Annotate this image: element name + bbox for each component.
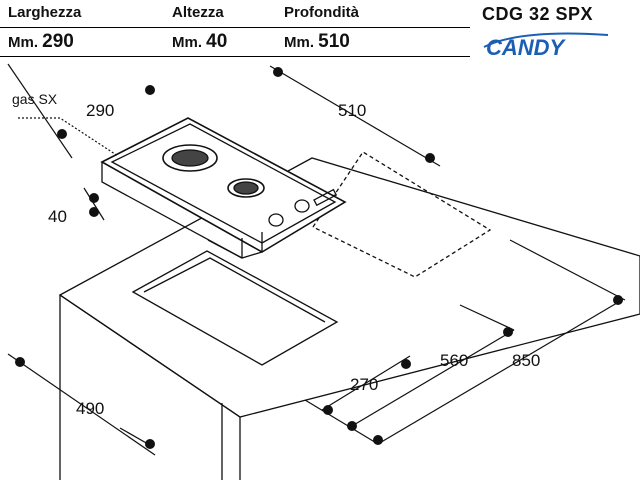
small-burner-cap (233, 181, 259, 195)
model-number: CDG 32 SPX (482, 4, 594, 24)
dim-marker (273, 67, 283, 77)
dim-line-490 (7, 353, 156, 456)
brand-text: CANDY (486, 35, 567, 60)
dim-ext-560 (459, 304, 515, 331)
height-spec: Mm. 40 (172, 31, 227, 53)
dim-line-40 (83, 187, 105, 221)
dim-marker (401, 359, 411, 369)
dim-marker (57, 129, 67, 139)
header-rule-bottom (0, 56, 470, 57)
dim-marker (373, 435, 383, 445)
dim-marker (425, 153, 435, 163)
height-value: 40 (206, 31, 228, 52)
control-knob (294, 199, 310, 213)
depth-spec: Mm. 510 (284, 31, 350, 53)
dim-label-560: 560 (440, 351, 468, 370)
gas-connection-line (18, 117, 119, 157)
hob-glass-panel (110, 123, 337, 244)
depth-unit: Mm. (284, 34, 314, 51)
installation-drawing: gas SX 290 510 40 490 270 560 850 (7, 63, 640, 480)
gas-connection-label: gas SX (12, 91, 58, 107)
dim-line-510 (269, 65, 441, 167)
dim-line-290 (7, 63, 73, 159)
dim-marker (145, 85, 155, 95)
dim-ext-front (304, 399, 379, 445)
height-label: Altezza (172, 4, 224, 21)
dim-label-40: 40 (48, 207, 67, 226)
hob-footprint-dashed (312, 151, 492, 278)
dim-marker (145, 439, 155, 449)
dim-ext-850 (509, 239, 626, 301)
dim-marker (347, 421, 357, 431)
dim-marker (613, 295, 623, 305)
dim-label-510: 510 (338, 101, 366, 120)
hob-top (100, 117, 347, 253)
dim-label-290: 290 (86, 101, 114, 120)
header-rule-top (0, 27, 470, 28)
control-knob (268, 213, 284, 227)
dim-marker (89, 193, 99, 203)
dim-marker (15, 357, 25, 367)
spec-header: Larghezza Altezza Profondità Mm. 290 Mm.… (0, 0, 640, 60)
dim-line-270 (321, 355, 411, 411)
width-label: Larghezza (8, 4, 82, 21)
height-unit: Mm. (172, 34, 202, 51)
hob-base-line (207, 239, 243, 259)
dim-label-490: 490 (76, 399, 104, 418)
cutout-opening (131, 250, 339, 366)
logo-swoosh (483, 32, 609, 48)
width-spec: Mm. 290 (8, 31, 74, 53)
dim-line-560 (351, 329, 515, 427)
candy-logo: CANDY (483, 32, 609, 60)
large-burner-cap (171, 149, 209, 167)
width-unit: Mm. (8, 34, 38, 51)
dim-marker (89, 207, 99, 217)
dim-line-850 (377, 299, 623, 445)
dim-ext-490 (119, 427, 149, 445)
dim-label-850: 850 (512, 351, 540, 370)
dim-marker (323, 405, 333, 415)
ignition-badge (313, 188, 338, 207)
width-value: 290 (42, 31, 74, 52)
countertop-front-edge (59, 294, 241, 418)
dim-label-270: 270 (350, 375, 378, 394)
depth-label: Profondità (284, 4, 359, 21)
depth-value: 510 (318, 31, 350, 52)
dim-marker (503, 327, 513, 337)
cutout-inner-rim (143, 257, 326, 323)
